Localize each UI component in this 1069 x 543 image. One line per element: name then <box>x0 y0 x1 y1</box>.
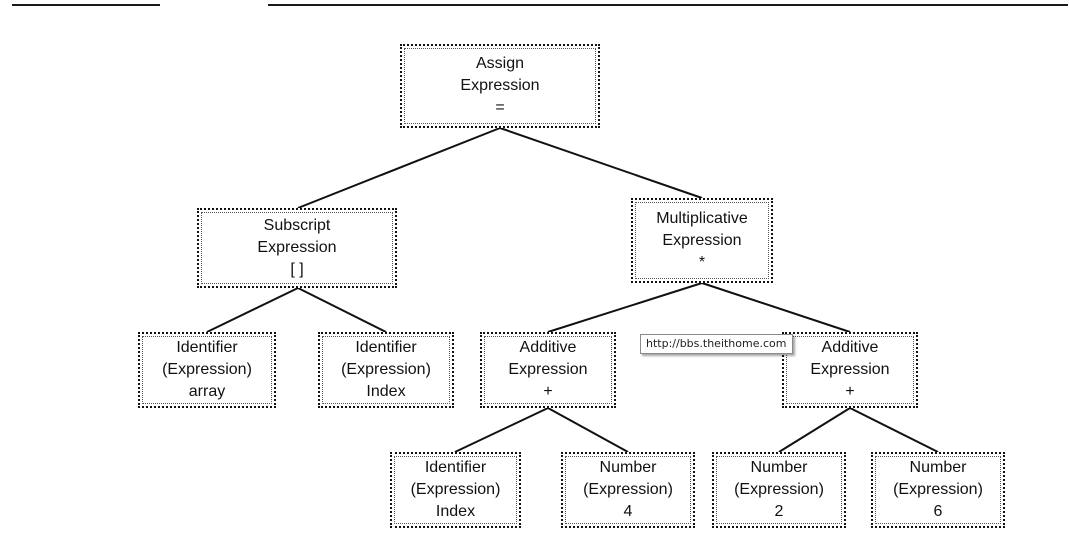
node-line: * <box>698 253 706 271</box>
number-2-node: Number (Expression) 2 <box>712 452 846 528</box>
node-line: (Expression) <box>162 361 252 378</box>
node-line: Additive <box>821 339 879 356</box>
identifier-index-node: Identifier (Expression) Index <box>318 332 454 408</box>
node-line: Additive <box>519 339 577 356</box>
node-line: Expression <box>508 361 588 378</box>
node-line: Number <box>750 459 808 476</box>
edge-subscript-idarray <box>206 287 299 333</box>
additive-expression-left-node: Additive Expression + <box>480 332 616 408</box>
node-line: Expression <box>662 231 742 249</box>
additive-expression-right-node: Additive Expression + <box>782 332 918 408</box>
identifier-index-leaf-node: Identifier (Expression) Index <box>390 452 521 528</box>
edge-add1-num4 <box>547 407 629 453</box>
node-line: 4 <box>623 503 633 520</box>
number-4-node: Number (Expression) 4 <box>561 452 695 528</box>
node-line: (Expression) <box>893 481 983 498</box>
node-line: Index <box>435 503 476 520</box>
node-line: = <box>495 99 505 116</box>
node-line: (Expression) <box>341 361 431 378</box>
node-line: Identifier <box>355 339 417 356</box>
edge-subscript-idindex <box>297 287 387 333</box>
node-line: Subscript <box>263 217 331 234</box>
edge-assign-mult <box>499 127 703 199</box>
edge-add2-num6 <box>849 407 939 453</box>
node-line: (Expression) <box>583 481 673 498</box>
node-line: (Expression) <box>410 481 501 498</box>
edge-mult-add2 <box>701 282 851 333</box>
node-line: (Expression) <box>734 481 824 498</box>
node-line: Expression <box>810 361 890 378</box>
node-line: 6 <box>933 503 943 520</box>
node-line: Number <box>599 459 657 476</box>
number-6-node: Number (Expression) 6 <box>871 452 1005 528</box>
node-line: [ ] <box>290 261 304 278</box>
edge-mult-add1 <box>547 282 703 333</box>
node-line: Number <box>909 459 967 476</box>
node-line: + <box>543 383 553 400</box>
node-line: Expression <box>257 239 337 256</box>
node-line: array <box>188 383 226 400</box>
multiplicative-expression-node: Multiplicative Expression * <box>631 198 773 283</box>
node-line: Assign <box>475 55 525 72</box>
node-line: Multiplicative <box>656 209 748 227</box>
identifier-array-node: Identifier (Expression) array <box>138 332 276 408</box>
node-line: Identifier <box>424 459 487 476</box>
top-rule-gap <box>160 3 268 6</box>
top-rule <box>12 4 1068 6</box>
node-line: 2 <box>774 503 784 520</box>
url-tooltip: http://bbs.theithome.com <box>640 334 793 354</box>
subscript-expression-node: Subscript Expression [ ] <box>197 208 397 288</box>
node-line: Expression <box>460 77 540 94</box>
node-line: Index <box>366 383 406 400</box>
node-line: + <box>845 383 855 400</box>
node-line: Identifier <box>176 339 238 356</box>
edge-add1-idindex2 <box>454 407 549 453</box>
edge-add2-num2 <box>778 407 851 453</box>
edge-assign-subscript <box>297 127 501 209</box>
assign-expression-node: Assign Expression = <box>400 44 600 128</box>
